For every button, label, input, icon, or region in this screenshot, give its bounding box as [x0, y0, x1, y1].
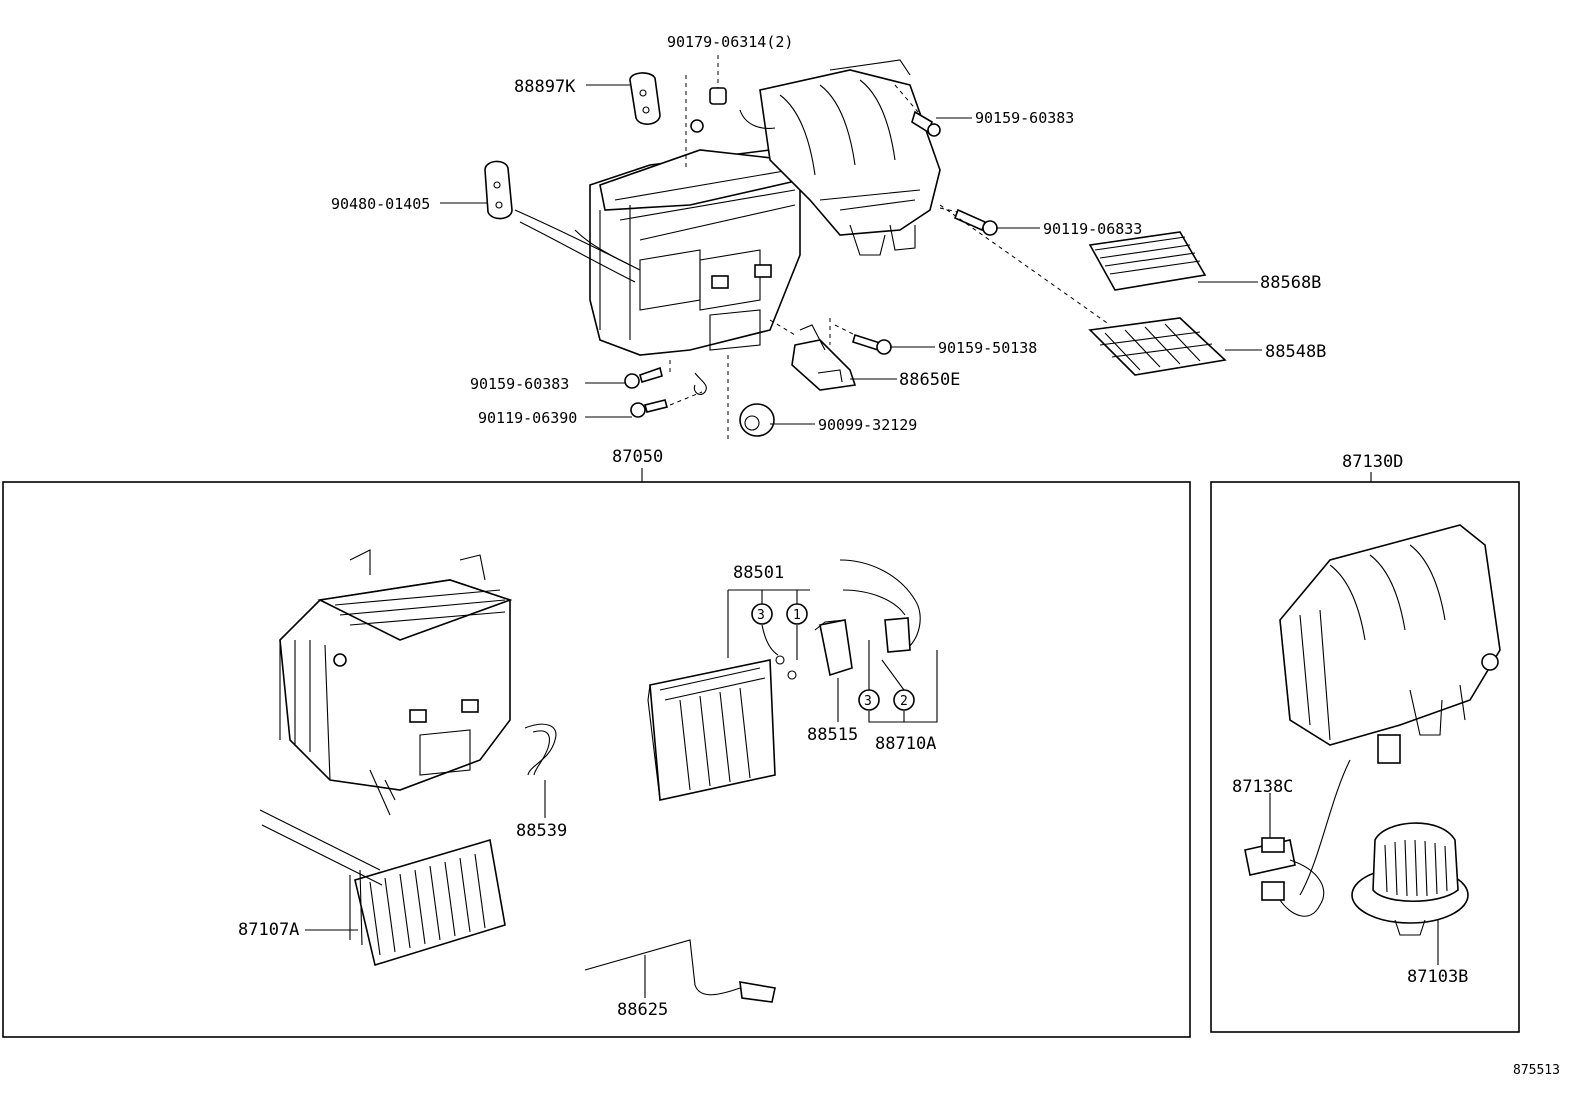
label-88548B: 88548B	[1265, 342, 1326, 362]
callouts-88501	[727, 589, 810, 680]
evaporator-88501-drawing	[647, 659, 776, 801]
label-88501: 88501	[733, 563, 784, 583]
sensor-88625-drawing	[584, 939, 776, 1003]
label-88515: 88515	[807, 725, 858, 745]
label-90480-01405: 90480-01405	[331, 195, 430, 213]
label-87130D: 87130D	[1342, 452, 1403, 472]
box-87130D-leader-lines	[1269, 793, 1439, 965]
tube-88710A-drawing	[839, 559, 921, 653]
screw-90119-06833-drawing	[953, 208, 998, 236]
screw-90119-06390-drawing	[630, 399, 668, 418]
callout-1: 1	[793, 608, 801, 623]
top-leader-lines	[440, 84, 1262, 425]
assembly-87050-frame	[2, 481, 1191, 1038]
label-87138C: 87138C	[1232, 777, 1293, 797]
heater-core-87107A-drawing	[259, 809, 506, 967]
screw-90159-50138-drawing	[852, 333, 892, 355]
label-88897K: 88897K	[514, 77, 576, 97]
grommet-88897K-drawing	[629, 72, 661, 125]
callout-3-lower: 3	[864, 694, 872, 709]
pipe-88539-drawing	[524, 723, 557, 776]
label-90119-06833: 90119-06833	[1043, 220, 1142, 238]
callout-2: 2	[900, 694, 908, 709]
label-90179-06314: 90179-06314(2)	[667, 33, 793, 51]
grommet-90480-drawing	[484, 160, 513, 220]
label-90159-60383-top: 90159-60383	[975, 109, 1074, 127]
callouts-88710A	[858, 640, 938, 723]
label-88650E: 88650E	[899, 370, 960, 390]
heater-case-drawing	[279, 549, 513, 816]
screw-90159-60383-left-drawing	[624, 366, 663, 389]
heater-unit-assembly-drawing	[514, 59, 941, 356]
label-90159-50138: 90159-50138	[938, 339, 1037, 357]
label-88710A: 88710A	[875, 734, 936, 754]
resistor-87138C-drawing	[1244, 734, 1401, 917]
label-87103B: 87103B	[1407, 967, 1468, 987]
nut-90179-drawing	[709, 87, 727, 105]
assembly-87130D-frame	[1210, 481, 1520, 1033]
label-87107A: 87107A	[238, 920, 299, 940]
blower-motor-87103B-drawing	[1351, 822, 1469, 936]
callout-3-upper: 3	[757, 608, 765, 623]
assembly-guide-lines	[669, 55, 1111, 440]
label-90159-60383-left: 90159-60383	[470, 375, 569, 393]
grommet-90099-drawing	[739, 403, 775, 437]
label-90099-32129: 90099-32129	[818, 416, 917, 434]
filter-88568B-drawing	[1088, 231, 1207, 291]
filter-holder-88548B-drawing	[1088, 317, 1227, 376]
blower-case-87130D-drawing	[1279, 524, 1501, 746]
label-87050: 87050	[612, 447, 663, 467]
valve-88515-drawing	[814, 619, 853, 677]
label-90119-06390: 90119-06390	[478, 409, 577, 427]
box-87050-leader-lines	[305, 678, 839, 998]
label-88568B: 88568B	[1260, 273, 1321, 293]
label-88539: 88539	[516, 821, 567, 841]
bracket-88650E-drawing	[791, 324, 857, 391]
diagram-id: 875513	[1513, 1063, 1560, 1078]
screw-90159-60383-top-drawing	[911, 110, 941, 137]
label-88625: 88625	[617, 1000, 668, 1020]
